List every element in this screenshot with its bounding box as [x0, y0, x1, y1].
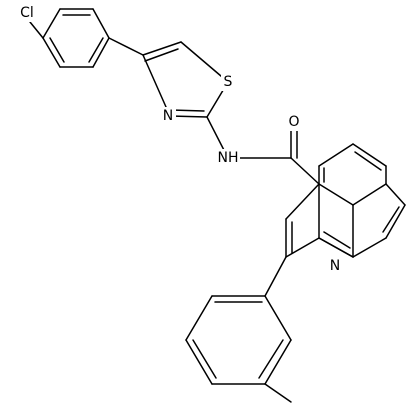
- bond: [352, 237, 387, 258]
- bond: [144, 48, 179, 62]
- bond: [285, 183, 320, 220]
- chlorophenyl-ring: [42, 8, 110, 68]
- bond-tolyl-methyl: [264, 383, 292, 403]
- bond: [318, 183, 354, 206]
- bond: [180, 41, 229, 83]
- bond: [385, 183, 406, 206]
- bond: [49, 37, 65, 63]
- bond: [88, 37, 104, 63]
- bond-aryl-thiazole: [108, 37, 144, 56]
- thiazole-sulfur-label: S: [224, 74, 233, 90]
- bond: [264, 339, 292, 385]
- bond-c-cl: [29, 21, 44, 39]
- quinoline-nitrogen-label: N: [330, 258, 340, 274]
- bond: [92, 8, 110, 39]
- bond: [142, 41, 182, 56]
- bond: [285, 237, 320, 258]
- quinoline-benzo-ring: [318, 143, 406, 258]
- tolyl-ring: [185, 295, 292, 385]
- amide-nh-label: NH: [218, 150, 239, 166]
- chlorine-label: Cl: [20, 5, 34, 21]
- bond: [185, 295, 213, 341]
- bond: [142, 54, 171, 117]
- bond: [382, 206, 400, 233]
- quinoline-pyridine-ring: [285, 183, 354, 258]
- bond: [92, 37, 110, 68]
- bond: [385, 204, 406, 239]
- bond-quinoline-tolyl: [264, 256, 287, 297]
- thiazole-ring: [142, 41, 229, 118]
- atom-labels: Cl S N NH O N: [14, 4, 343, 275]
- bond: [352, 183, 387, 206]
- bonds: [29, 8, 406, 403]
- bond: [323, 231, 351, 249]
- thiazole-nitrogen-label: N: [163, 108, 173, 124]
- bond: [192, 339, 217, 379]
- bond: [318, 143, 354, 167]
- bond: [170, 109, 205, 112]
- bond: [42, 37, 61, 68]
- bond: [185, 339, 213, 385]
- bond: [264, 295, 292, 341]
- bond: [354, 151, 382, 171]
- bond: [169, 115, 208, 118]
- bond: [318, 237, 354, 258]
- bond: [42, 8, 61, 39]
- carbonyl-oxygen-label: O: [288, 114, 299, 130]
- bond-carbonyl-quinoline: [290, 157, 320, 185]
- bond: [352, 143, 387, 167]
- bond: [258, 339, 284, 379]
